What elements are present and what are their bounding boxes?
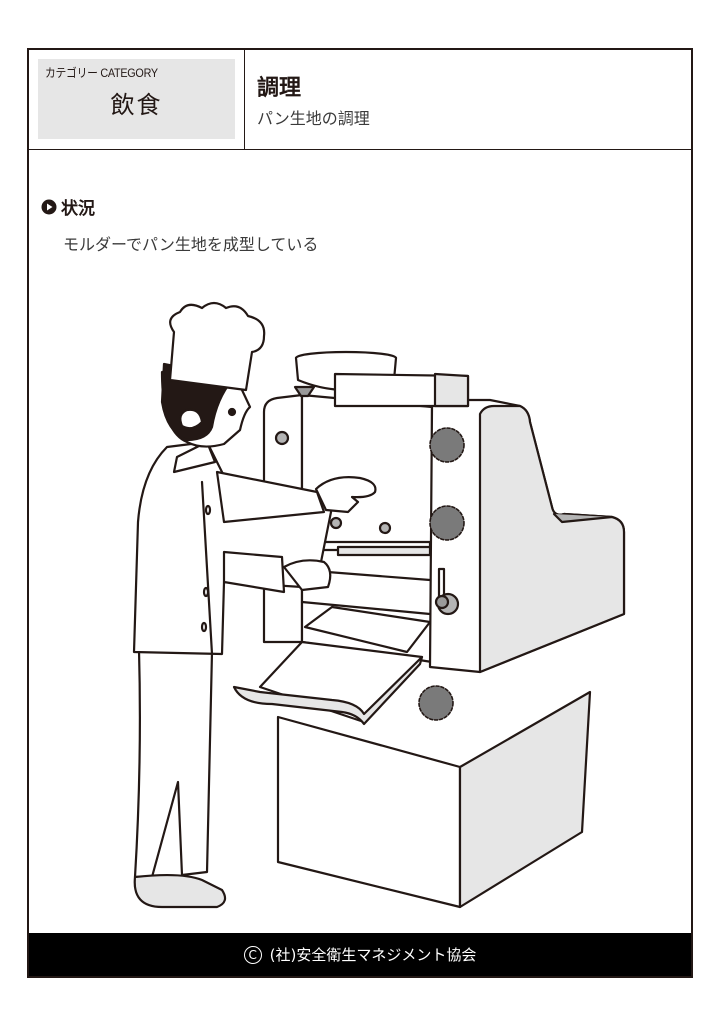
situation-heading-text: 状況 <box>61 199 95 219</box>
gear-knob-icons <box>418 427 465 721</box>
play-circle-icon <box>41 199 57 214</box>
machine-base <box>276 690 592 909</box>
illustration <box>132 301 626 909</box>
machine-body <box>262 350 626 721</box>
situation-heading: 状況 <box>41 194 318 219</box>
category-box: カテゴリー CATEGORY 飲食 <box>38 59 235 139</box>
page-title: 調理 <box>257 76 302 101</box>
category-cell: カテゴリー CATEGORY 飲食 <box>29 50 245 149</box>
page-subtitle: パン生地の調理 <box>257 109 370 128</box>
situation-description: モルダーでパン生地を成型している <box>63 235 319 254</box>
chef <box>132 301 377 909</box>
output-tray <box>232 605 432 726</box>
footer: C (社)安全衛生マネジメント協会 <box>29 933 691 976</box>
footer-text: (社)安全衛生マネジメント協会 <box>269 946 477 964</box>
card-header: カテゴリー CATEGORY 飲食 調理 パン生地の調理 <box>29 50 691 150</box>
situation-section: 状況 モルダーでパン生地を成型している <box>41 194 318 255</box>
copyright-icon: C <box>243 945 262 964</box>
category-label: カテゴリー CATEGORY <box>45 66 158 80</box>
category-value: 飲食 <box>110 91 163 119</box>
hazard-card: カテゴリー CATEGORY 飲食 調理 パン生地の調理 状況 モルダーでパン生… <box>27 48 693 978</box>
